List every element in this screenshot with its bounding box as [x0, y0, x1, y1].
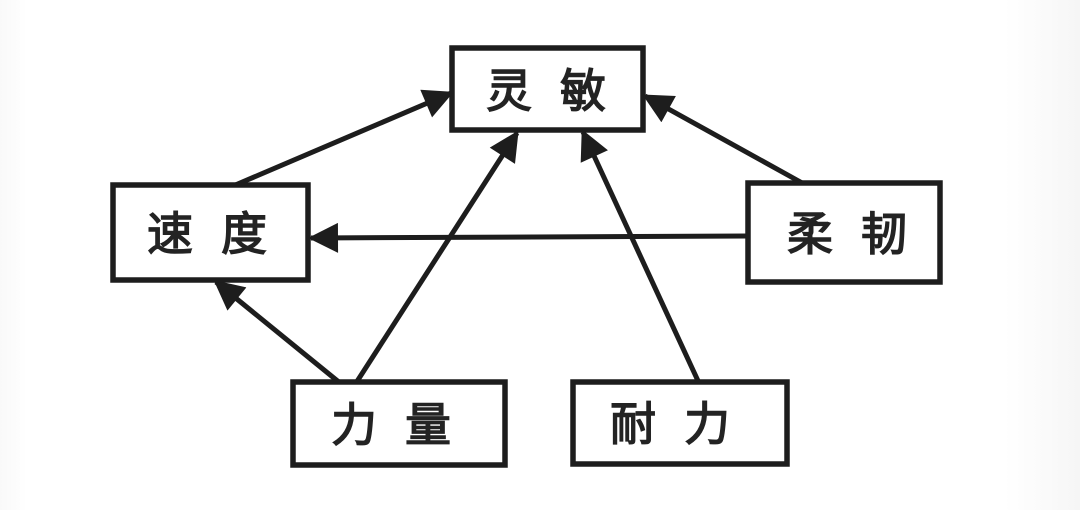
edge-strength-to-agility: [353, 130, 520, 385]
edges-layer: [213, 89, 806, 385]
speed-box: [110, 182, 311, 283]
node-flexibility: 柔 韧: [745, 180, 943, 285]
agility-box: [449, 45, 646, 133]
endurance-label: 耐 力: [610, 397, 736, 451]
node-strength: 力 量: [290, 379, 508, 468]
speed-label: 速 度: [147, 207, 273, 261]
edge-flexibility-to-speed: [308, 222, 749, 253]
agility-label: 灵 敏: [486, 64, 612, 118]
edge-speed-to-agility: [232, 89, 454, 189]
node-endurance: 耐 力: [570, 379, 790, 467]
strength-box: [290, 379, 508, 468]
flexibility-box: [745, 180, 943, 285]
edge-strength-to-speed: [213, 280, 342, 385]
endurance-box: [570, 379, 790, 467]
flexibility-label: 柔 韧: [787, 207, 913, 261]
node-speed: 速 度: [110, 182, 311, 283]
strength-label: 力 量: [331, 398, 457, 452]
edge-flexibility-to-agility: [642, 93, 806, 187]
edge-endurance-to-agility: [580, 129, 702, 385]
node-agility: 灵 敏: [449, 45, 646, 133]
